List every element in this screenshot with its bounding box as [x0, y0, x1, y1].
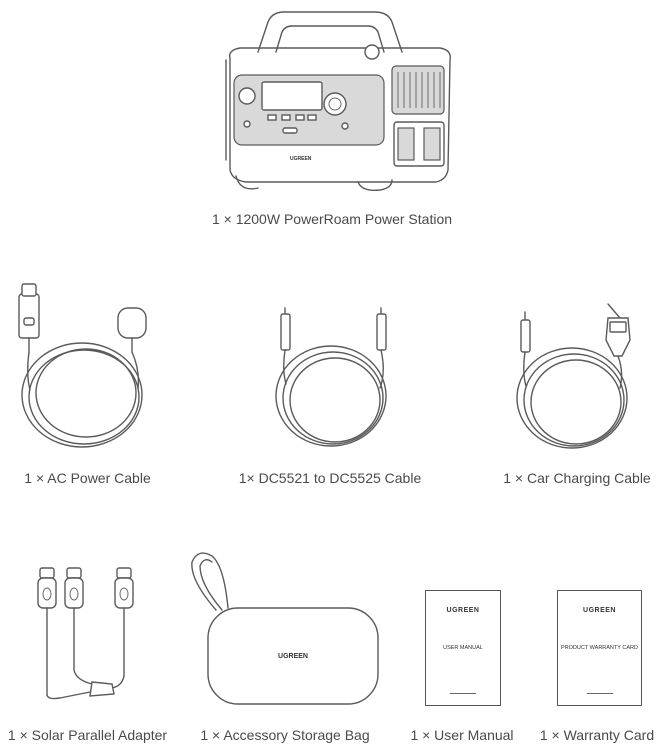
- dc-cable-caption: 1× DC5521 to DC5525 Cable: [238, 470, 422, 486]
- solar-adapter-caption: 1 × Solar Parallel Adapter: [7, 727, 168, 743]
- warranty-card-caption: 1 × Warranty Card: [539, 727, 655, 743]
- car-cable-illustration: [516, 303, 631, 449]
- car-cable-item: 1 × Car Charging Cable: [490, 280, 664, 490]
- ac-cable-caption: 1 × AC Power Cable: [24, 470, 151, 486]
- ac-cable-illustration: [18, 283, 147, 448]
- warranty-card-title: PRODUCT WARRANTY CARD: [561, 645, 638, 651]
- warranty-card-document: UGREEN PRODUCT WARRANTY CARD: [557, 590, 642, 706]
- power-station-illustration: UGREEN: [225, 11, 451, 192]
- power-station-caption: 1 × 1200W PowerRoam Power Station: [211, 211, 453, 227]
- warranty-card-brand: UGREEN: [583, 607, 616, 614]
- dc-cable-illustration: [275, 307, 387, 447]
- dc-cable-item: 1× DC5521 to DC5525 Cable: [220, 280, 440, 490]
- user-manual-title: USER MANUAL: [443, 645, 483, 651]
- ac-cable-item: 1 × AC Power Cable: [0, 280, 200, 490]
- user-manual-item: UGREEN USER MANUAL 1 × User Manual: [400, 580, 524, 750]
- power-station-item: UGREEN 1 × 1200W PowerRoam Power Station: [0, 0, 664, 240]
- power-station-logo: UGREEN: [290, 156, 312, 162]
- solar-adapter-item: 1 × Solar Parallel Adapter: [0, 560, 175, 750]
- solar-adapter-illustration: [37, 567, 134, 700]
- storage-bag-item: UGREEN 1 × Accessory Storage Bag: [180, 540, 390, 750]
- user-manual-rule: [450, 693, 476, 694]
- warranty-card-rule: [586, 693, 613, 694]
- car-cable-caption: 1 × Car Charging Cable: [503, 470, 651, 486]
- user-manual-booklet: UGREEN USER MANUAL: [425, 590, 501, 706]
- storage-bag-caption: 1 × Accessory Storage Bag: [200, 727, 370, 743]
- user-manual-caption: 1 × User Manual: [410, 727, 514, 743]
- storage-bag-logo: UGREEN: [278, 653, 308, 660]
- user-manual-brand: UGREEN: [446, 607, 480, 614]
- warranty-card-item: UGREEN PRODUCT WARRANTY CARD 1 × Warrant…: [530, 580, 664, 750]
- storage-bag-illustration: UGREEN: [191, 552, 379, 705]
